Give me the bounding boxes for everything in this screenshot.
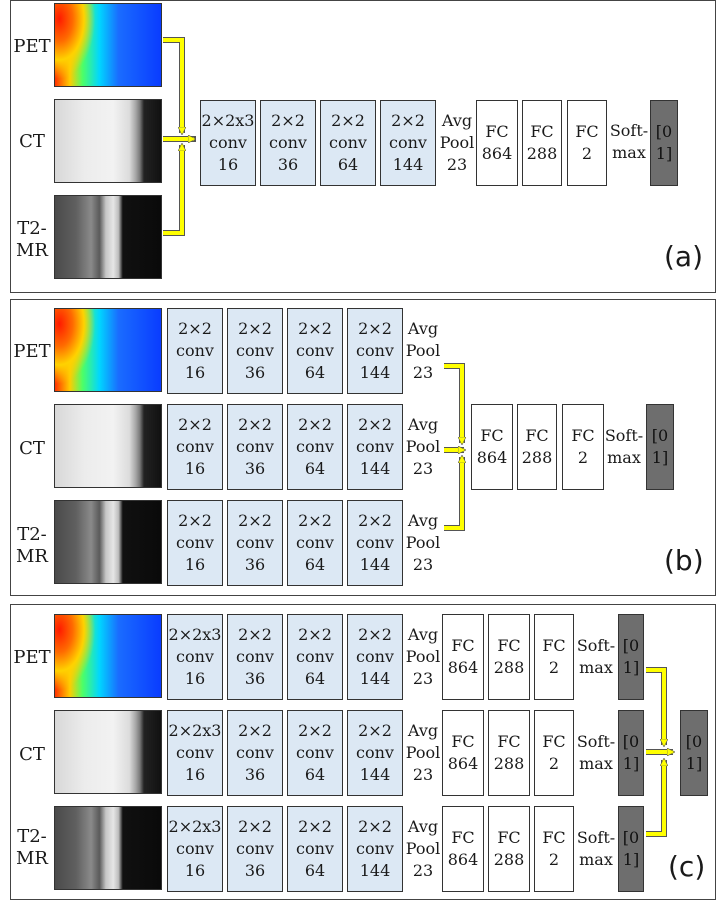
conv-layer-1: 2×2x3 conv 16 [167,710,223,796]
avg-pool-label: Avg Pool 23 [405,511,441,574]
ct-image [54,99,162,183]
mr-image [54,500,162,584]
conv-layer-1: 2×2 conv 16 [167,500,223,586]
avg-pool-label: Avg Pool 23 [405,415,441,478]
conv-layer-2: 2×2 conv 36 [227,500,283,586]
fc-layer-3: FC 2 [534,614,574,700]
softmax-label: Soft- max [576,732,616,773]
fc-layer-2: FC 288 [522,100,562,186]
fc-layer-1: FC 864 [476,100,518,186]
conv-layer-4: 2×2 conv 144 [347,710,403,796]
output-box: [0 1] [650,100,678,186]
ct-image [54,404,162,488]
fc-layer-3: FC 2 [562,404,604,490]
panel-letter-b: (b) [664,544,704,577]
conv-layer-4: 2×2 conv 144 [380,100,436,186]
modality-label-pet: PET [13,36,51,57]
conv-layer-1: 2×2 conv 16 [167,308,223,394]
fc-layer-1: FC 864 [442,806,484,892]
avg-pool-label: Avg Pool 23 [405,721,441,784]
fc-layer-1: FC 864 [471,404,513,490]
fc-layer-3: FC 2 [534,710,574,796]
modality-label-mr: T2- MR [16,524,48,567]
avg-pool-label: Avg Pool 23 [405,817,441,880]
modality-label-ct: CT [19,744,45,765]
output-box: [0 1] [618,710,644,796]
conv-layer-2: 2×2 conv 36 [260,100,316,186]
conv-layer-4: 2×2 conv 144 [347,308,403,394]
conv-layer-2: 2×2 conv 36 [227,404,283,490]
pet-image [54,614,162,698]
conv-layer-2: 2×2 conv 36 [227,614,283,700]
softmax-label: Soft- max [576,828,616,869]
avg-pool-label: Avg Pool 23 [405,625,441,688]
conv-layer-4: 2×2 conv 144 [347,404,403,490]
modality-label-pet: PET [13,647,51,668]
output-box: [0 1] [618,614,644,700]
final-output-box: [0 1] [680,710,708,796]
conv-layer-3: 2×2 conv 64 [287,308,343,394]
ct-image [54,710,162,794]
avg-pool-label: Avg Pool 23 [405,319,441,382]
avg-pool-label: Avg Pool 23 [439,111,475,174]
fc-layer-3: FC 2 [567,100,607,186]
modality-label-mr: T2- MR [16,218,48,261]
conv-layer-2: 2×2 conv 36 [227,806,283,892]
conv-layer-2: 2×2 conv 36 [227,710,283,796]
panel-letter-a: (a) [664,240,704,273]
modality-label-pet: PET [13,341,51,362]
fc-layer-2: FC 288 [488,710,530,796]
modality-label-ct: CT [19,438,45,459]
conv-layer-3: 2×2 conv 64 [287,614,343,700]
conv-layer-1: 2×2 conv 16 [167,404,223,490]
conv-layer-3: 2×2 conv 64 [287,710,343,796]
mr-image [54,806,162,890]
fc-layer-1: FC 864 [442,710,484,796]
fc-layer-2: FC 288 [488,614,530,700]
conv-layer-1: 2×2x3 conv 16 [167,806,223,892]
fc-layer-1: FC 864 [442,614,484,700]
modality-label-mr: T2- MR [16,826,48,869]
conv-layer-3: 2×2 conv 64 [287,500,343,586]
fc-layer-2: FC 288 [488,806,530,892]
conv-layer-4: 2×2 conv 144 [347,614,403,700]
softmax-label: Soft- max [604,426,644,467]
conv-layer-3: 2×2 conv 64 [320,100,376,186]
conv-layer-1: 2×2x3 conv 16 [200,100,256,186]
conv-layer-2: 2×2 conv 36 [227,308,283,394]
softmax-label: Soft- max [609,121,649,162]
conv-layer-4: 2×2 conv 144 [347,806,403,892]
conv-layer-3: 2×2 conv 64 [287,806,343,892]
modality-label-ct: CT [19,131,45,152]
output-box: [0 1] [618,806,644,892]
output-box: [0 1] [646,404,674,490]
pet-image [54,3,162,87]
conv-layer-1: 2×2x3 conv 16 [167,614,223,700]
conv-layer-3: 2×2 conv 64 [287,404,343,490]
mr-image [54,195,162,279]
softmax-label: Soft- max [576,636,616,677]
fc-layer-2: FC 288 [517,404,557,490]
conv-layer-4: 2×2 conv 144 [347,500,403,586]
panel-letter-c: (c) [668,850,706,883]
pet-image [54,308,162,392]
fc-layer-3: FC 2 [534,806,574,892]
